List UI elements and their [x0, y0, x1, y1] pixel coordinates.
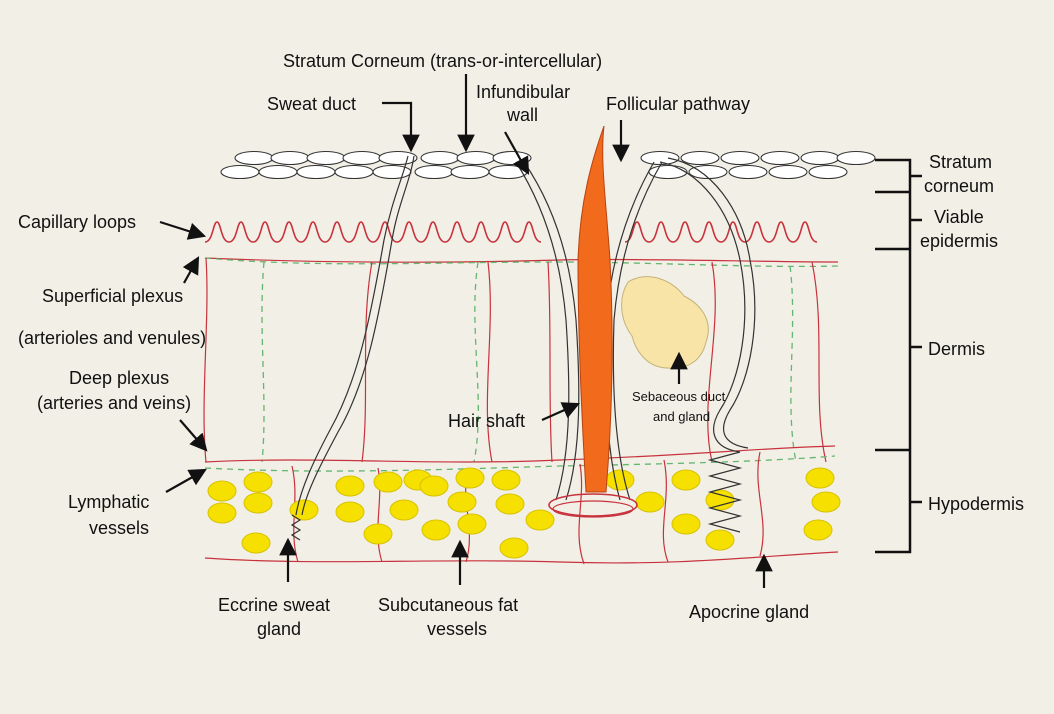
fat-cell: [364, 524, 392, 544]
fat-cell: [526, 510, 554, 530]
fat-cell: [208, 503, 236, 523]
label-subcutaneous-1: Subcutaneous fat: [378, 595, 518, 615]
label-eccrine-2: gland: [257, 619, 301, 639]
fat-cell: [804, 520, 832, 540]
corneocyte: [343, 152, 381, 165]
fat-cell: [806, 468, 834, 488]
deep-lymphatic-line: [205, 456, 835, 471]
corneocyte: [235, 152, 273, 165]
corneocyte: [415, 166, 453, 179]
fat-cell: [448, 492, 476, 512]
corneocyte: [681, 152, 719, 165]
label-subcutaneous-2: vessels: [427, 619, 487, 639]
layer-viable-epidermis-2: epidermis: [920, 231, 998, 251]
fat-cell: [606, 470, 634, 490]
corneocyte: [809, 166, 847, 179]
layer-stratum-corneum-1: Stratum: [929, 152, 992, 172]
corneocyte: [769, 166, 807, 179]
corneocyte: [457, 152, 495, 165]
corneocyte: [271, 152, 309, 165]
label-sebaceous-1: Sebaceous duct: [632, 389, 726, 404]
sebaceous-gland-shape: [622, 277, 709, 369]
fat-cell: [244, 493, 272, 513]
fat-cell: [422, 520, 450, 540]
label-superficial-plexus-1: Superficial plexus: [42, 286, 183, 306]
fat-cell: [336, 476, 364, 496]
label-sweat-duct: Sweat duct: [267, 94, 356, 114]
label-eccrine-1: Eccrine sweat: [218, 595, 330, 615]
superficial-plexus-line: [205, 258, 838, 262]
fat-cell: [492, 470, 520, 490]
stratum-corneum-cells: [221, 152, 875, 179]
fat-cell: [706, 490, 734, 510]
corneocyte: [489, 166, 527, 179]
corneocyte: [297, 166, 335, 179]
label-sebaceous-2: and gland: [653, 409, 710, 424]
corneocyte: [721, 152, 759, 165]
layer-hypodermis: Hypodermis: [928, 494, 1024, 514]
superficial-lymphatic-line: [205, 258, 838, 266]
fat-cell: [336, 502, 364, 522]
fat-cell: [244, 472, 272, 492]
fat-cell: [390, 500, 418, 520]
fat-cell: [706, 530, 734, 550]
label-capillary-loops: Capillary loops: [18, 212, 136, 232]
corneocyte: [335, 166, 373, 179]
fat-cell: [458, 514, 486, 534]
label-deep-plexus-2: (arteries and veins): [37, 393, 191, 413]
label-infundibular-wall-2: wall: [506, 105, 538, 125]
corneocyte: [761, 152, 799, 165]
corneocyte: [421, 152, 459, 165]
hair-shaft-shape: [578, 126, 612, 492]
fat-cell: [420, 476, 448, 496]
layer-stratum-corneum-2: corneum: [924, 176, 994, 196]
label-follicular-pathway: Follicular pathway: [606, 94, 750, 114]
layer-viable-epidermis-1: Viable: [934, 207, 984, 227]
label-hair-shaft: Hair shaft: [448, 411, 525, 431]
fat-cell: [812, 492, 840, 512]
corneocyte: [221, 166, 259, 179]
corneocyte: [307, 152, 345, 165]
corneocyte: [493, 152, 531, 165]
corneocyte: [837, 152, 875, 165]
label-apocrine-gland: Apocrine gland: [689, 602, 809, 622]
corneocyte: [729, 166, 767, 179]
label-deep-plexus-1: Deep plexus: [69, 368, 169, 388]
label-stratum-corneum-route: Stratum Corneum (trans-or-intercellular): [283, 51, 602, 71]
label-lymphatic-2: vessels: [89, 518, 149, 538]
corneocyte: [259, 166, 297, 179]
fat-cell: [374, 472, 402, 492]
fat-cell: [672, 470, 700, 490]
layer-dermis: Dermis: [928, 339, 985, 359]
corneocyte: [451, 166, 489, 179]
fat-cell: [636, 492, 664, 512]
label-infundibular-wall-1: Infundibular: [476, 82, 570, 102]
layer-brackets: [875, 160, 922, 552]
capillary-loops-line: [205, 222, 817, 242]
label-lymphatic-1: Lymphatic: [68, 492, 149, 512]
fat-cell: [456, 468, 484, 488]
fat-cell: [496, 494, 524, 514]
label-superficial-plexus-2: (arterioles and venules): [18, 328, 206, 348]
fat-cell: [208, 481, 236, 501]
fat-cell: [672, 514, 700, 534]
fat-cell: [500, 538, 528, 558]
deep-plexus-line: [205, 446, 835, 462]
dermal-vessels: [204, 258, 826, 462]
corneocyte: [379, 152, 417, 165]
fat-cell: [242, 533, 270, 553]
corneocyte: [801, 152, 839, 165]
